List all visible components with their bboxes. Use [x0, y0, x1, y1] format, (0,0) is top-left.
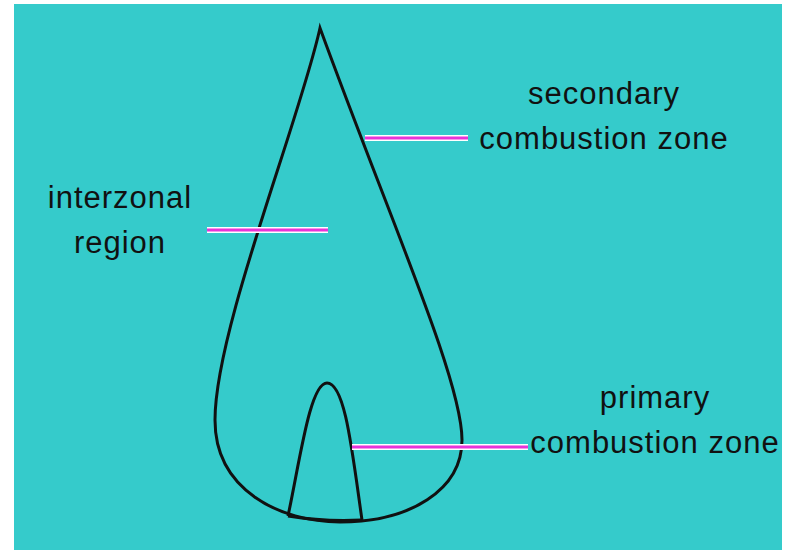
leader-halo: [365, 135, 468, 141]
leader-halo: [207, 227, 328, 233]
leader-halo: [352, 444, 528, 450]
zone-label: interzonal region: [15, 175, 225, 265]
leader-lines: [207, 138, 528, 447]
background-panel: [14, 4, 782, 550]
inner-cone-outline: [288, 383, 362, 520]
zone-label: secondary combustion zone: [479, 71, 729, 161]
leader-line: [352, 446, 528, 449]
leader-line: [207, 229, 328, 232]
zone-label: primary combustion zone: [530, 375, 780, 465]
inner-cone-base: [288, 516, 362, 521]
leader-line: [365, 137, 468, 140]
